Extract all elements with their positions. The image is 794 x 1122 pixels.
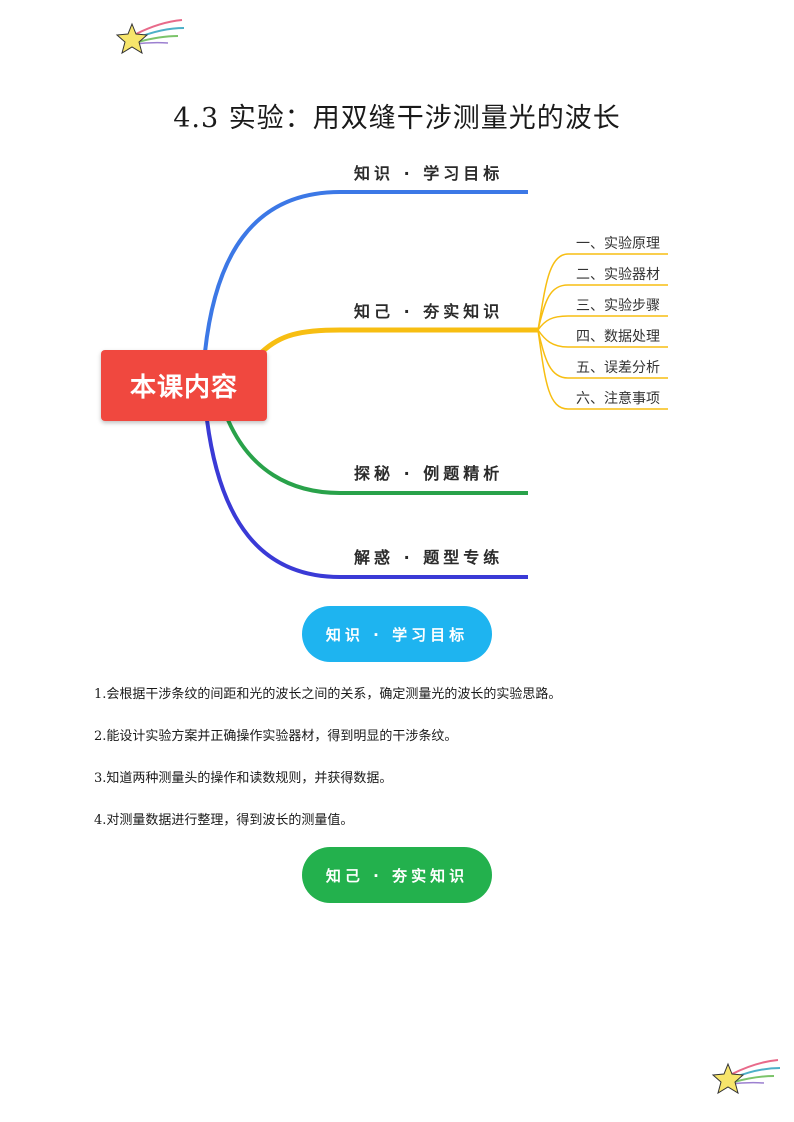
sub-item-2: 二、实验器材 (576, 267, 660, 283)
goal-item-3: 3.知道两种测量头的操作和读数规则，并获得数据。 (94, 771, 393, 786)
mindmap-branches (203, 190, 668, 579)
goal-item-1: 1.会根据干涉条纹的间距和光的波长之间的关系，确定测量光的波长的实验思路。 (94, 687, 562, 702)
sub-item-1: 一、实验原理 (576, 236, 660, 252)
branch-line-2 (260, 327, 538, 354)
branch-label-3: 探秘 · 例题精析 (354, 464, 504, 483)
goal-item-4: 4.对测量数据进行整理，得到波长的测量值。 (94, 813, 354, 828)
sub-item-6: 六、注意事项 (576, 391, 660, 407)
mindmap-center: 本课内容 (101, 350, 267, 421)
section-pill-knowledge: 知己 · 夯实知识 (302, 847, 492, 903)
goal-item-2: 2.能设计实验方案并正确操作实验器材，得到明显的干涉条纹。 (94, 729, 458, 744)
sub-item-4: 四、数据处理 (576, 329, 660, 345)
sub-item-5: 五、误差分析 (576, 360, 660, 376)
section-pill-learning-goals: 知识 · 学习目标 (302, 606, 492, 662)
branch-label-2: 知己 · 夯实知识 (354, 302, 504, 321)
sub-item-3: 三、实验步骤 (576, 298, 660, 314)
shooting-star-icon (115, 19, 185, 55)
branch-line-1 (203, 190, 528, 353)
branch-line-4 (205, 419, 528, 579)
branch-label-1: 知识 · 学习目标 (354, 164, 504, 183)
branch-label-4: 解惑 · 题型专练 (354, 548, 504, 567)
page-title: 4.3 实验：用双缝干涉测量光的波长 (173, 103, 621, 134)
branch-line-3 (226, 419, 528, 495)
shooting-star-icon (711, 1059, 781, 1095)
